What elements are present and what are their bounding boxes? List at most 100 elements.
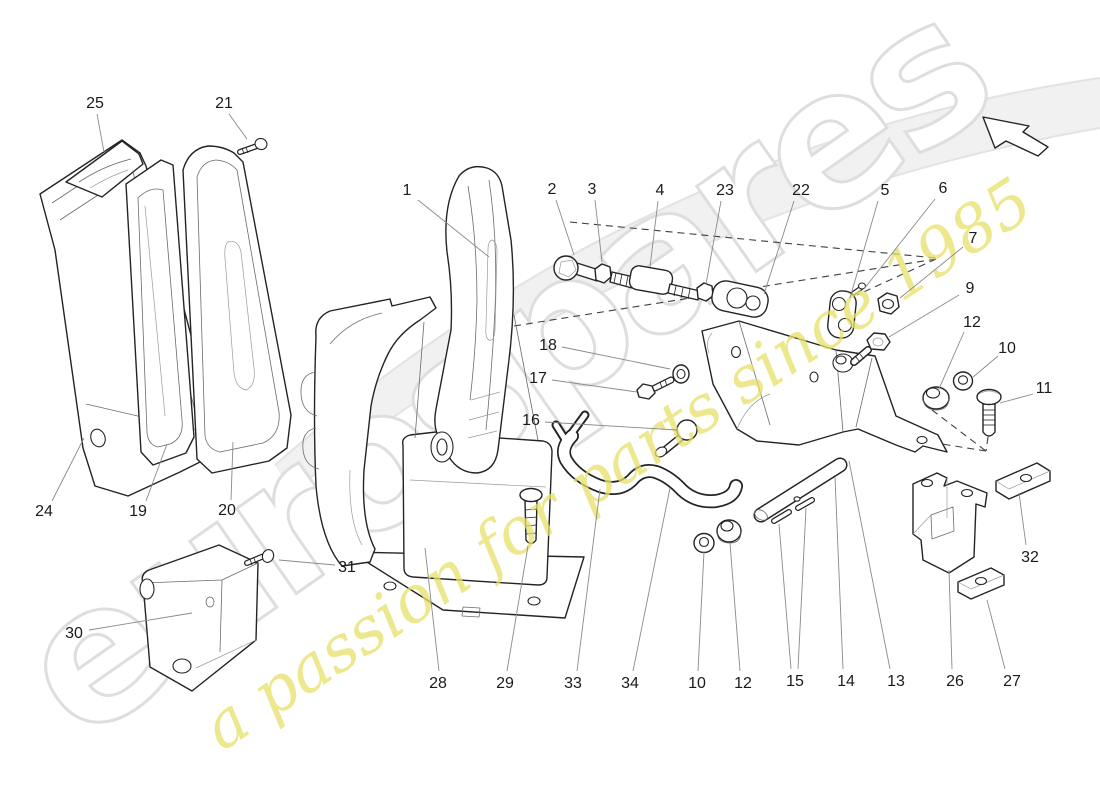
part-label-10[interactable]: 10 [688, 675, 706, 692]
part-label-25[interactable]: 25 [86, 95, 104, 112]
leader-line-15 [778, 523, 792, 670]
part-label-1[interactable]: 1 [403, 182, 412, 199]
part-label-26[interactable]: 26 [946, 673, 964, 690]
leader-line-27 [986, 599, 1006, 670]
part-label-14[interactable]: 14 [837, 673, 855, 690]
part-label-2[interactable]: 2 [548, 181, 557, 198]
leader-line-12 [937, 331, 965, 392]
part-label-5[interactable]: 5 [881, 182, 890, 199]
top-cap-25 [65, 140, 144, 198]
leader-line-12 [729, 542, 741, 672]
roll-pins-15 [771, 497, 815, 524]
part-label-31[interactable]: 31 [338, 559, 356, 576]
pedal-pad-19 [125, 159, 195, 466]
accelerator-pedal-1 [430, 165, 515, 474]
mounting-bracket-13 [701, 320, 948, 453]
pedal-cover-20 [182, 145, 292, 474]
leader-line-14 [834, 476, 844, 670]
dashed-alignment-line [856, 258, 937, 296]
leader-line-1 [417, 199, 490, 258]
part-label-16[interactable]: 16 [522, 412, 540, 429]
part-label-20[interactable]: 20 [218, 502, 236, 519]
part-label-32[interactable]: 32 [1021, 549, 1039, 566]
part-label-18[interactable]: 18 [539, 337, 557, 354]
kickdown-lever-33-34 [551, 410, 743, 509]
part-label-6[interactable]: 6 [939, 180, 948, 197]
part-label-12[interactable]: 12 [963, 314, 981, 331]
leader-line-19 [145, 443, 168, 502]
part-label-23[interactable]: 23 [716, 182, 734, 199]
linkage-rod-assembly [553, 255, 769, 318]
pivot-rod-14 [753, 457, 848, 523]
part-label-4[interactable]: 4 [656, 182, 665, 199]
part-label-30[interactable]: 30 [65, 625, 83, 642]
housing-cover [300, 296, 437, 567]
screw-31 [244, 549, 275, 566]
part-label-27[interactable]: 27 [1003, 673, 1021, 690]
part-label-28[interactable]: 28 [429, 675, 447, 692]
leader-lines-layer [51, 113, 1034, 672]
washer-10-right [952, 371, 974, 391]
leader-line-24 [51, 437, 85, 502]
part-label-17[interactable]: 17 [529, 370, 547, 387]
link-plate-5 [827, 282, 867, 339]
leader-line-21 [228, 113, 248, 140]
leader-line-4 [649, 200, 659, 268]
spacer-32 [995, 462, 1051, 500]
leader-line-25 [96, 113, 105, 153]
pedal-housing-28 [401, 314, 553, 586]
part-label-15[interactable]: 15 [786, 673, 804, 690]
part-label-29[interactable]: 29 [496, 675, 514, 692]
part-label-19[interactable]: 19 [129, 503, 147, 520]
part-label-21[interactable]: 21 [215, 95, 233, 112]
bolt-17 [636, 376, 675, 400]
parts-layer [39, 137, 1051, 692]
part-label-9[interactable]: 9 [966, 280, 975, 297]
leader-line-10 [971, 355, 999, 379]
leader-line-18 [561, 346, 671, 370]
leader-line-16 [544, 421, 678, 431]
part-label-7[interactable]: 7 [969, 230, 978, 247]
leader-line-17 [551, 379, 638, 393]
leader-line-22 [763, 200, 795, 295]
grommet-12-lower [716, 519, 742, 544]
leader-line-33 [576, 488, 601, 672]
screw-29 [519, 487, 543, 545]
leader-line-20 [230, 441, 234, 501]
screw-11 [976, 388, 1002, 437]
leader-line-13 [848, 460, 891, 670]
leader-line-30 [88, 612, 193, 631]
leader-line-7 [899, 246, 964, 299]
leader-line-10 [697, 551, 705, 672]
dashed-alignment-line [985, 436, 989, 452]
part-label-10[interactable]: 10 [998, 340, 1016, 357]
bolt-9 [850, 332, 891, 366]
leader-line-23 [705, 200, 722, 285]
leader-line-11 [999, 393, 1034, 404]
leader-line-6 [863, 198, 936, 290]
leader-line-2 [555, 199, 575, 256]
spacer-27 [957, 567, 1005, 600]
leader-line-34 [632, 487, 671, 672]
leader-line-32 [1018, 492, 1027, 546]
part-label-12[interactable]: 12 [734, 675, 752, 692]
screw-21 [237, 137, 268, 155]
leader-line-29 [506, 545, 529, 672]
part-label-13[interactable]: 13 [887, 673, 905, 690]
part-label-34[interactable]: 34 [621, 675, 639, 692]
dashed-alignment-line [569, 221, 937, 259]
leader-line-26 [948, 569, 953, 670]
part-label-33[interactable]: 33 [564, 675, 582, 692]
part-label-22[interactable]: 22 [792, 182, 810, 199]
stud-6 [857, 282, 867, 290]
part-label-3[interactable]: 3 [588, 181, 597, 198]
part-label-11[interactable]: 11 [1036, 380, 1053, 397]
part-label-24[interactable]: 24 [35, 503, 53, 520]
swoosh-watermark [274, 77, 1100, 493]
leader-line-28 [424, 547, 440, 672]
leader-line-3 [594, 199, 603, 263]
nut-7 [877, 292, 900, 315]
